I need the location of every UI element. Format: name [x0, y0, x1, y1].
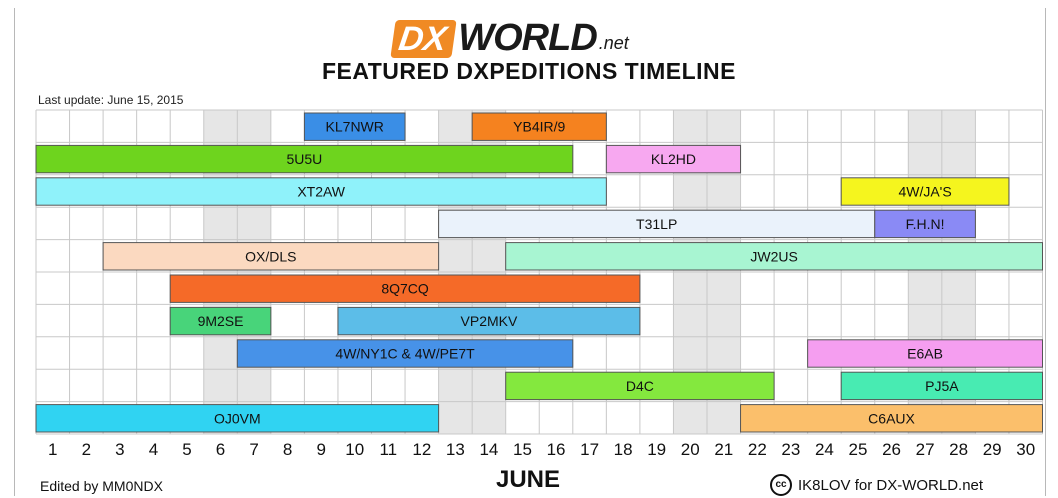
chart-frame: [14, 8, 1046, 496]
x-tick-label: 25: [849, 440, 868, 459]
bar-jw2us: [505, 242, 1043, 271]
x-tick-label: 8: [283, 440, 292, 459]
bar-pj5a: [840, 371, 1044, 401]
creative-commons-icon: cc: [770, 474, 792, 496]
bar-f-h-n-: [874, 209, 976, 239]
x-tick-label: 17: [580, 440, 599, 459]
logo-net-text: .net: [598, 33, 629, 53]
last-update-text: Last update: June 15, 2015: [38, 93, 184, 107]
x-tick-label: 19: [647, 440, 666, 459]
x-tick-label: 27: [916, 440, 935, 459]
x-tick-label: 6: [216, 440, 225, 459]
logo-world-text: WORLD: [458, 17, 598, 59]
x-tick-label: 30: [1016, 440, 1035, 459]
edited-by-text: Edited by MM0NDX: [40, 478, 163, 494]
bar-5u5u: [35, 144, 574, 174]
bar-label: YB4IR/9: [513, 119, 565, 135]
x-tick-label: 15: [513, 440, 532, 459]
bar-label: JW2US: [750, 248, 797, 264]
x-tick-label: 11: [379, 440, 397, 459]
x-tick-label: 24: [815, 440, 834, 459]
bar-4w-ja-s: [840, 177, 1010, 206]
bar-label: E6AB: [907, 346, 943, 362]
bar-xt2aw: [35, 177, 607, 206]
chart-title: FEATURED DXPEDITIONS TIMELINE: [321, 58, 737, 84]
x-tick-label: 10: [345, 440, 364, 459]
bar-label: OX/DLS: [245, 248, 296, 264]
x-tick-label: 29: [983, 440, 1002, 459]
bar-label: D4C: [626, 378, 654, 394]
x-tick-label: 18: [614, 440, 633, 459]
x-tick-label: 16: [547, 440, 566, 459]
bar-e6ab: [807, 339, 1044, 368]
x-tick-label: 21: [714, 440, 733, 459]
x-tick-label: 23: [781, 440, 800, 459]
x-tick-label: 13: [446, 440, 465, 459]
bar-label: 4W/JA'S: [898, 184, 951, 200]
credit-text: IK8LOV for DX-WORLD.net: [798, 476, 984, 494]
bar-kl7nwr: [303, 112, 406, 141]
credit-block: cc IK8LOV for DX-WORLD.net: [770, 474, 983, 496]
x-tick-label: 7: [249, 440, 258, 459]
bar-label: XT2AW: [297, 184, 345, 200]
bar-yb4ir-9: [471, 112, 607, 141]
bar-label: OJ0VM: [214, 410, 261, 426]
bar-ox-dls: [102, 242, 440, 271]
x-tick-label: 1: [48, 440, 57, 459]
bar-label: 5U5U: [287, 151, 323, 167]
bar-label: C6AUX: [868, 410, 915, 426]
bar-label: KL7NWR: [326, 119, 384, 135]
bar-c6aux: [740, 404, 1043, 433]
bar-4w-ny1c-4w-pe7t: [236, 339, 574, 368]
bar-d4c: [505, 371, 775, 401]
dx-world-logo: DX WORLD .net: [390, 14, 629, 59]
x-tick-label: 5: [182, 440, 191, 459]
bar-label: F.H.N!: [906, 216, 945, 232]
bar-t31lp: [438, 209, 876, 239]
x-tick-label: 4: [149, 440, 158, 459]
bar-label: PJ5A: [925, 378, 959, 394]
bar-9m2se: [169, 306, 272, 336]
x-tick-label: 22: [748, 440, 767, 459]
bar-label: 4W/NY1C & 4W/PE7T: [335, 346, 475, 362]
x-tick-label: 28: [949, 440, 968, 459]
bar-label: 9M2SE: [198, 313, 244, 329]
x-tick-label: 9: [316, 440, 325, 459]
bar-label: 8Q7CQ: [381, 281, 429, 297]
x-tick-label: 26: [882, 440, 901, 459]
x-tick-label: 20: [681, 440, 700, 459]
x-axis-month-label: JUNE: [496, 466, 561, 493]
x-tick-label: 12: [412, 440, 431, 459]
bar-oj0vm: [35, 404, 440, 433]
bar-vp2mkv: [337, 306, 641, 336]
bar-8q7cq: [169, 274, 641, 303]
bar-label: VP2MKV: [461, 313, 518, 329]
bar-label: KL2HD: [651, 151, 696, 167]
x-tick-label: 3: [115, 440, 124, 459]
bar-label: T31LP: [636, 216, 677, 232]
bar-kl2hd: [605, 144, 742, 174]
x-tick-label: 14: [479, 440, 498, 459]
x-tick-label: 2: [82, 440, 91, 459]
